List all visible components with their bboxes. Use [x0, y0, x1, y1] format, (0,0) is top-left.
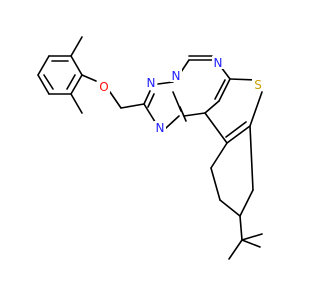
atom-label-s1: S	[254, 78, 262, 92]
bond	[70, 36, 83, 57]
bond	[70, 74, 83, 95]
bond	[180, 59, 190, 73]
bond	[219, 199, 241, 217]
atom-label-o1: O	[99, 80, 108, 94]
bond	[241, 239, 261, 248]
bond-layer	[37, 36, 263, 260]
atom-label-background	[98, 80, 110, 93]
bond	[229, 78, 257, 81]
bond	[210, 167, 221, 201]
bond	[249, 125, 254, 191]
bond	[249, 91, 263, 127]
bond	[70, 93, 83, 114]
atom-label-background	[212, 56, 224, 69]
bond	[239, 189, 254, 217]
bond	[204, 100, 220, 114]
bond	[37, 74, 50, 95]
atom-label-background	[154, 121, 166, 134]
bond	[228, 239, 243, 260]
bond	[179, 106, 187, 122]
bond	[43, 74, 54, 90]
atom-label-n2: N	[172, 69, 181, 83]
bond	[183, 112, 206, 117]
bond	[66, 74, 76, 90]
atom-label-background	[170, 69, 182, 82]
bond	[143, 90, 151, 105]
bond	[81, 74, 97, 82]
bond	[109, 91, 122, 109]
bond	[210, 142, 228, 169]
bond	[239, 215, 243, 241]
atom-label-layer: O N N N N S	[98, 56, 264, 135]
bond	[218, 78, 231, 102]
atom-label-n4: N	[156, 121, 165, 135]
bond	[120, 103, 145, 109]
bond	[241, 233, 263, 241]
atom-label-n3: N	[214, 56, 223, 70]
bond	[204, 112, 228, 144]
bond	[214, 79, 226, 100]
bond	[147, 93, 155, 108]
bond	[226, 125, 251, 144]
bond	[70, 55, 83, 76]
bond	[225, 121, 247, 138]
bond	[157, 81, 174, 85]
bond	[165, 115, 180, 129]
bond	[37, 55, 50, 76]
molecule-diagram: O N N N N S	[37, 36, 264, 260]
atom-label-background	[252, 78, 264, 91]
atom-label-n1: N	[147, 76, 156, 90]
atom-label-background	[145, 76, 157, 89]
